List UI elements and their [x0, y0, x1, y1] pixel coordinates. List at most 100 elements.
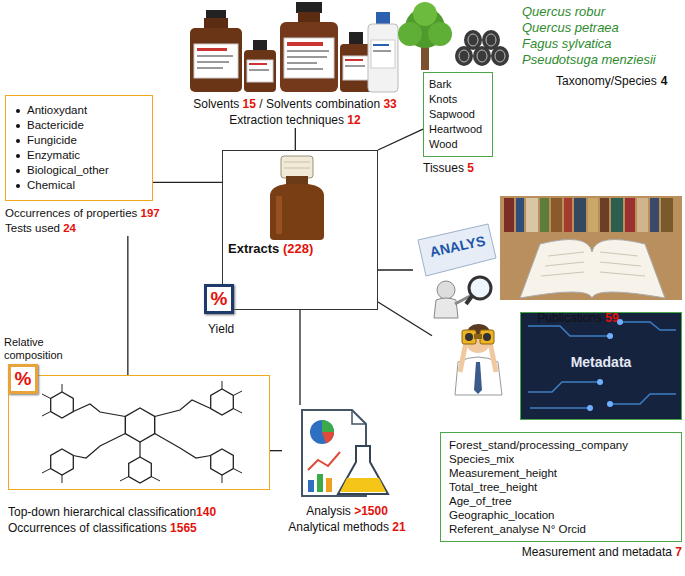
count-number: 21 — [392, 520, 405, 534]
connector-line — [378, 302, 432, 336]
tannin-molecule-drawing — [62, 384, 63, 392]
books-photo — [520, 240, 665, 299]
books-photo — [500, 196, 682, 300]
metadata-image-box: Metadata — [432, 312, 682, 420]
node-text: Occurrences of classifications — [8, 521, 167, 535]
text-group: Tissues5 — [423, 161, 493, 176]
log-pile-icon — [482, 30, 500, 50]
binoculars-person-picture — [483, 333, 491, 341]
analysis-chart-flask-icon — [317, 474, 323, 492]
bullet-item: Biological_other — [14, 163, 146, 178]
solvent-bottles-photo — [253, 40, 267, 51]
log-pile-icon — [495, 50, 505, 62]
count-number: 1565 — [170, 521, 197, 535]
node-text: Tissues — [423, 161, 464, 175]
binoculars-person-picture — [480, 330, 494, 344]
property-box: AntioxydantBactericideFungicideEnzymatic… — [5, 95, 153, 236]
node-text: Occurrences of properties — [5, 207, 137, 219]
metadata-circuit-picture — [528, 326, 610, 336]
metadata-circuit-picture — [520, 312, 682, 420]
solvent-bottles-photo — [371, 40, 395, 68]
node-text: Bark — [429, 78, 452, 90]
books-photo — [600, 262, 641, 266]
node-text: Species_mix — [449, 453, 514, 465]
solvent-bottles-photo — [197, 55, 233, 57]
books-photo — [540, 198, 549, 232]
text-row: Referent_analyse N° Orcid — [449, 522, 673, 536]
text-row: Solvents15/ Solvents combination33 — [170, 96, 420, 112]
connector-line — [299, 310, 300, 405]
text-row: Extracts(228) — [228, 241, 377, 257]
analysis-group: Analysis>1500Analytical methods21 — [282, 405, 412, 535]
picture-text: ANALYS — [428, 232, 486, 259]
tannin-molecule-drawing — [51, 392, 74, 418]
species-name: Quercus robur — [522, 4, 605, 19]
tannin-molecule-drawing — [233, 391, 242, 396]
measurement-box: Forest_stand/processing_companySpecies_m… — [440, 432, 682, 560]
analysis-magnifier-picture — [466, 296, 472, 304]
tannin-molecule-drawing — [129, 457, 152, 483]
books-photo — [600, 252, 638, 256]
books-photo — [564, 198, 572, 232]
solvent-bottles-photo — [284, 38, 334, 78]
box-outline: Forest_stand/processing_companySpecies_m… — [440, 432, 682, 542]
text-group: Analysis>1500Analytical methods21 — [282, 503, 412, 535]
books-photo — [661, 198, 673, 232]
text-row: Tests used24 — [5, 221, 153, 236]
text-row: Occurrences of properties197 — [5, 206, 153, 221]
books-photo — [526, 198, 538, 232]
books-photo — [500, 196, 682, 300]
text-group: Solvents15/ Solvents combination33Extrac… — [170, 96, 420, 128]
solvent-bottles-photo — [296, 2, 322, 13]
count-number: 24 — [63, 222, 76, 234]
text-row: Wood — [429, 137, 487, 152]
solvent-bottles-photo — [287, 62, 317, 64]
solvent-bottles-photo — [349, 32, 363, 45]
solvent-bottles-photo — [190, 28, 242, 92]
text-row: Geographic_location — [449, 508, 673, 522]
extract-bottle-icon — [276, 196, 282, 234]
species-name: Quercus petraea — [522, 20, 619, 35]
count-number: 7 — [675, 545, 682, 559]
metadata-circuit-picture — [597, 379, 603, 385]
text-row: Measurement and metadata7 — [440, 545, 682, 560]
box-outline — [8, 375, 270, 490]
analysis-chart-flask-icon — [340, 478, 386, 492]
log-pile-icon — [477, 50, 487, 62]
node-text: Analytical methods — [288, 520, 389, 534]
text-group: Occurrences of properties197Tests used24 — [5, 206, 153, 236]
text-group: Top-down hierarchical classification140O… — [8, 504, 270, 536]
count-number: 140 — [196, 505, 216, 519]
solvent-bottles-photo — [197, 48, 227, 51]
node-text: Chemical — [27, 179, 75, 191]
metadata-circuit-picture — [610, 394, 676, 404]
books-photo — [588, 198, 598, 232]
solvent-bottles-photo — [244, 50, 276, 92]
books-photo — [545, 262, 584, 266]
count-number: 59 — [605, 311, 618, 325]
text-row: Heartwood — [429, 122, 487, 137]
box-outline: Metadata — [520, 312, 682, 420]
node-text: Biological_other — [27, 164, 109, 176]
text-row: Measurement_height — [449, 466, 673, 480]
metadata-circuit-picture — [607, 333, 613, 339]
analysis-chart-flask-icon — [308, 452, 340, 470]
text-row: Bark — [429, 77, 487, 92]
text-row: Total_tree_height — [449, 480, 673, 494]
tree-icon — [428, 22, 452, 46]
text-row: Sapwood — [429, 107, 487, 122]
text-row: Analytical methods21 — [282, 519, 412, 535]
count-number: 33 — [383, 97, 396, 111]
node-text: Bactericide — [27, 119, 84, 131]
solvent-bottles-photo — [340, 44, 372, 92]
solvent-bottles-photo — [343, 56, 369, 80]
node-text: Age_of_tree — [449, 495, 512, 507]
tannin-molecule-drawing — [222, 381, 223, 389]
tannin-molecule-drawing — [42, 394, 51, 399]
books-photo — [551, 198, 562, 232]
node-text: / Solvents combination — [259, 97, 380, 111]
bullet-item: Bactericide — [14, 118, 146, 133]
extract-bottle-icon — [284, 168, 310, 169]
bullet-item: Chemical — [14, 178, 146, 193]
